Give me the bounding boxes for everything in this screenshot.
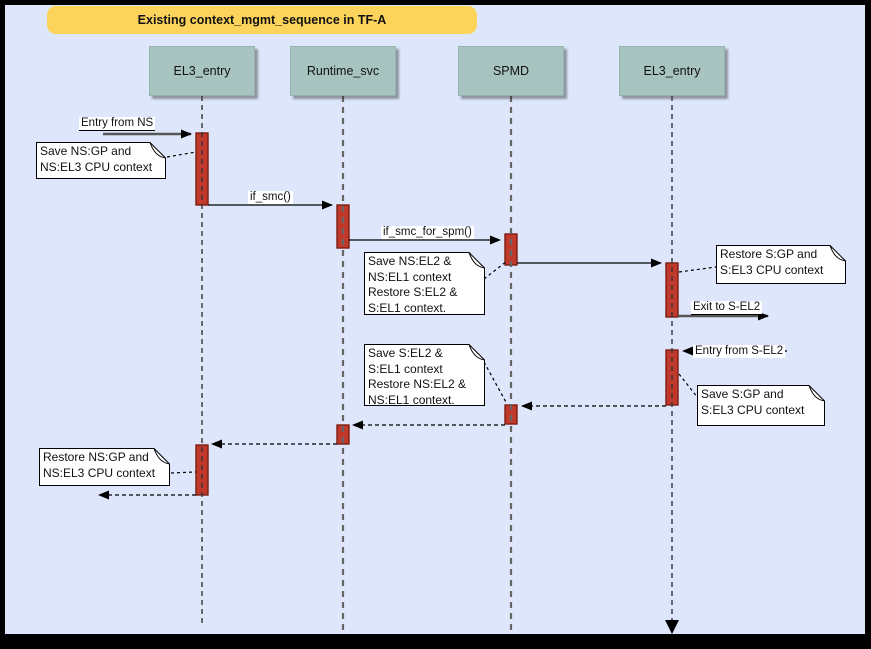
message-label-if-smc: if_smc() <box>248 191 293 204</box>
connector-note-save-ns <box>166 151 197 158</box>
note-restore-s-context: Restore S:GP and S:EL3 CPU context <box>716 245 846 284</box>
connector-note-save-s <box>678 373 699 399</box>
connector-note-switch-sec <box>483 260 508 280</box>
note-text: Save NS:EL2 & NS:EL1 context Restore S:E… <box>368 254 458 315</box>
connector-note-restore-ns <box>170 471 197 474</box>
note-text: Restore S:GP and S:EL3 CPU context <box>720 247 824 277</box>
actor-label: EL3_entry <box>643 64 701 78</box>
actor-label: SPMD <box>492 64 530 78</box>
activation-spmd-1 <box>504 233 518 266</box>
message-label-entry-from-ns: Entry from NS <box>79 117 156 131</box>
actor-el3-entry-left: EL3_entry <box>149 46 255 96</box>
actor-label: EL3_entry <box>173 64 231 78</box>
note-shape <box>39 448 170 486</box>
actor-label: Runtime_svc <box>306 64 380 78</box>
note-save-s-context: Save S:GP and S:EL3 CPU context <box>697 385 825 426</box>
message-label-entry-from-s-el2: Entry from S-EL2 <box>693 345 786 358</box>
connector-note-switch-ns <box>483 361 508 405</box>
note-shape <box>364 252 485 315</box>
note-restore-ns-context: Restore NS:GP and NS:EL3 CPU context <box>39 448 170 486</box>
connector-note-restore-s <box>678 266 717 273</box>
note-save-ns-context: Save NS:GP and NS:EL3 CPU context <box>36 142 166 179</box>
actor-spmd: SPMD <box>458 46 564 96</box>
message-label-if-smc-for-spm: if_smc_for_spm() <box>381 226 474 239</box>
actor-el3-entry-right: EL3_entry <box>619 46 725 96</box>
lifeline-end-arrow-icon <box>665 620 679 634</box>
note-shape <box>716 245 846 284</box>
diagram-canvas <box>5 5 865 634</box>
diagram-title: Existing context_mgmt_sequence in TF-A <box>47 6 477 34</box>
note-text: Save S:GP and S:EL3 CPU context <box>701 387 805 417</box>
note-shape <box>364 344 485 406</box>
note-switch-to-nonsecure: Save S:EL2 & S:EL1 context Restore NS:EL… <box>364 344 485 407</box>
activation-runtime-1 <box>336 204 350 249</box>
actor-runtime-svc: Runtime_svc <box>290 46 396 96</box>
activation-runtime-2 <box>336 424 350 445</box>
note-shape <box>36 142 166 179</box>
note-text: Save NS:GP and NS:EL3 CPU context <box>40 144 153 174</box>
message-label-exit-to-s-el2: Exit to S-EL2 <box>691 301 763 315</box>
note-shape <box>697 385 825 426</box>
note-switch-to-secure: Save NS:EL2 & NS:EL1 context Restore S:E… <box>364 252 485 315</box>
note-text: Restore NS:GP and NS:EL3 CPU context <box>43 450 156 480</box>
note-text: Save S:EL2 & S:EL1 context Restore NS:EL… <box>368 346 467 407</box>
